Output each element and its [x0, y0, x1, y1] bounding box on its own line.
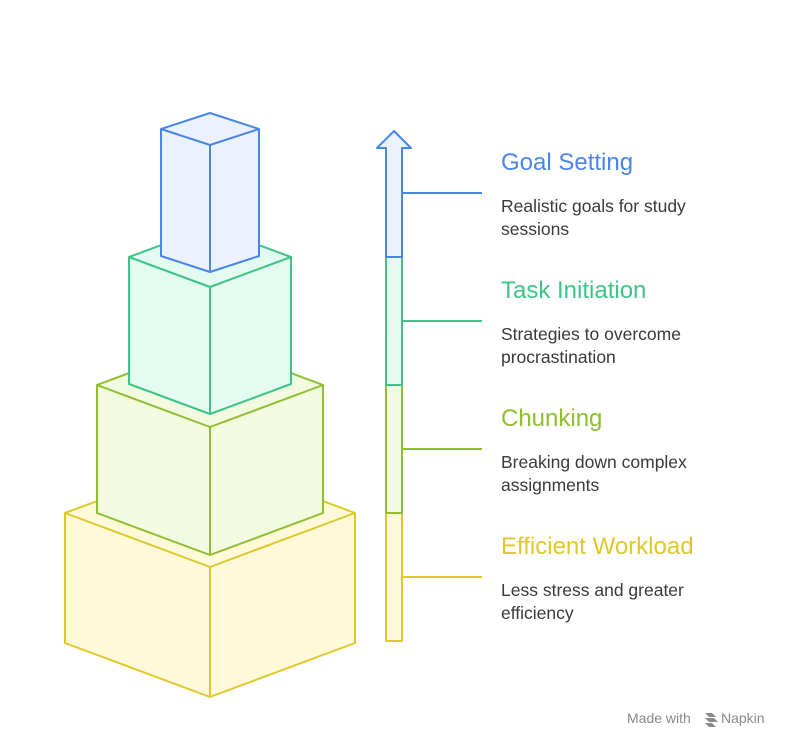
footer-brand: Napkin: [721, 710, 765, 726]
arrow-segment-efficient-workload: [385, 512, 403, 642]
desc-efficient-workload-line1: Less stress and greater: [501, 580, 684, 600]
napkin-logo-icon: [705, 713, 718, 727]
desc-task-initiation-line2: procrastination: [501, 347, 616, 367]
title-task-initiation: Task Initiation: [501, 277, 646, 304]
desc-chunking-line2: assignments: [501, 475, 599, 495]
connectors: [402, 192, 482, 578]
desc-efficient-workload-line2: efficiency: [501, 603, 574, 623]
footer-watermark: Made with Napkin: [627, 710, 765, 727]
arrow-segment-task-initiation: [385, 256, 403, 386]
footer-made-with: Made with: [627, 710, 691, 726]
box-goal-setting: [160, 112, 260, 273]
desc-chunking-line1: Breaking down complex: [501, 452, 687, 472]
title-efficient-workload: Efficient Workload: [501, 533, 694, 560]
arrow-head-goal-setting: [376, 130, 412, 258]
progress-arrow: [376, 130, 412, 642]
title-goal-setting: Goal Setting: [501, 149, 633, 176]
desc-goal-setting-line1: Realistic goals for study: [501, 196, 686, 216]
desc-goal-setting-line2: sessions: [501, 219, 569, 239]
title-chunking: Chunking: [501, 405, 602, 432]
arrow-segment-chunking: [385, 384, 403, 514]
desc-task-initiation-line1: Strategies to overcome: [501, 324, 681, 344]
